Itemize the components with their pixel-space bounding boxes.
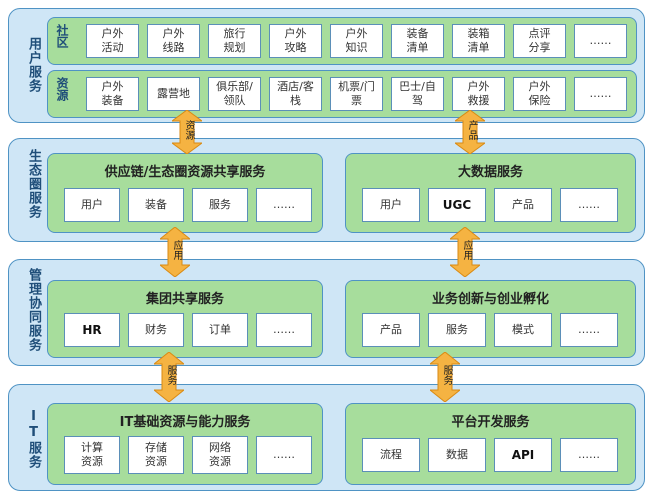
community-item: 户外 攻略 (269, 24, 322, 58)
platform-dev-item: API (494, 438, 552, 472)
group-shared-item: HR (64, 313, 120, 347)
innovation-item: 产品 (362, 313, 420, 347)
big-data-title: 大数据服务 (457, 165, 523, 180)
mgmt-it-left-label: 服务 (165, 365, 176, 385)
supply-chain-item: 服务 (192, 188, 248, 222)
community-item: 户外 知识 (330, 24, 383, 58)
community-item: 旅行 规划 (208, 24, 261, 58)
mgmt-it-right-label: 服务 (441, 365, 452, 385)
big-data-item: 用户 (362, 188, 420, 222)
resources-item: 户外 装备 (86, 77, 139, 111)
platform-dev-panel: 平台开发服务 流程 数据 API …… (345, 403, 636, 485)
infrastructure-item: 存储 资源 (128, 436, 184, 474)
community-strip: 社区 户外 活动 户外 线路 旅行 规划 户外 攻略 户外 知识 装备 清单 装… (47, 17, 637, 65)
supply-chain-title: 供应链/生态圈资源共享服务 (104, 165, 266, 180)
mgmt-it-left-arrow: 服务 (154, 352, 184, 402)
community-item: 点评 分享 (513, 24, 566, 58)
resources-item: 巴士/自 驾 (391, 77, 444, 111)
infrastructure-title: IT基础资源与能力服务 (119, 415, 251, 430)
community-item: …… (574, 24, 627, 58)
resources-item: 俱乐部/ 领队 (208, 77, 261, 111)
user-services-layer: 用户服务 社区 户外 活动 户外 线路 旅行 规划 户外 攻略 户外 知识 装备… (8, 8, 645, 123)
mgmt-it-right-arrow: 服务 (430, 352, 460, 402)
user-services-label: 用户服务 (26, 37, 41, 93)
innovation-item: 模式 (494, 313, 552, 347)
resources-label: 资源 (55, 77, 69, 101)
supply-chain-item: 用户 (64, 188, 120, 222)
eco-mgmt-right-arrow: 应用 (450, 227, 480, 277)
user-eco-left-label: 资源 (183, 120, 194, 140)
it-services-label: IT服务 (26, 409, 41, 469)
ecosystem-services-layer: 生态圈服务 供应链/生态圈资源共享服务 用户 装备 服务 …… 大数据服务 用户… (8, 138, 645, 242)
community-item: 装备 清单 (391, 24, 444, 58)
community-item: 户外 线路 (147, 24, 200, 58)
innovation-panel: 业务创新与创业孵化 产品 服务 模式 …… (345, 280, 636, 358)
community-label: 社区 (55, 24, 69, 48)
user-eco-right-arrow: 产品 (455, 110, 485, 154)
resources-item: 户外 救援 (452, 77, 505, 111)
management-services-layer: 管理协同服务 集团共享服务 HR 财务 订单 …… 业务创新与创业孵化 产品 服… (8, 259, 645, 366)
group-shared-panel: 集团共享服务 HR 财务 订单 …… (47, 280, 323, 358)
double-arrow-icon (455, 110, 485, 154)
double-arrow-icon (430, 352, 460, 402)
big-data-item: UGC (428, 188, 486, 222)
user-eco-right-label: 产品 (466, 120, 477, 140)
eco-mgmt-left-label: 应用 (171, 240, 182, 260)
resources-item: 酒店/客 栈 (269, 77, 322, 111)
management-services-label: 管理协同服务 (26, 268, 41, 352)
double-arrow-icon (450, 227, 480, 277)
infrastructure-item: 网络 资源 (192, 436, 248, 474)
big-data-panel: 大数据服务 用户 UGC 产品 …… (345, 153, 636, 233)
infrastructure-panel: IT基础资源与能力服务 计算 资源 存储 资源 网络 资源 …… (47, 403, 323, 485)
group-shared-item: 订单 (192, 313, 248, 347)
eco-mgmt-left-arrow: 应用 (160, 227, 190, 277)
double-arrow-icon (160, 227, 190, 277)
resources-item: 户外 保险 (513, 77, 566, 111)
ecosystem-services-label: 生态圈服务 (26, 149, 41, 219)
community-item: 装箱 清单 (452, 24, 505, 58)
innovation-item: …… (560, 313, 618, 347)
innovation-item: 服务 (428, 313, 486, 347)
resources-item: …… (574, 77, 627, 111)
double-arrow-icon (154, 352, 184, 402)
big-data-item: …… (560, 188, 618, 222)
group-shared-title: 集团共享服务 (145, 292, 224, 307)
big-data-item: 产品 (494, 188, 552, 222)
resources-strip: 资源 户外 装备 露营地 俱乐部/ 领队 酒店/客 栈 机票/门 票 巴士/自 … (47, 70, 637, 118)
community-item: 户外 活动 (86, 24, 139, 58)
group-shared-item: 财务 (128, 313, 184, 347)
resources-item: 机票/门 票 (330, 77, 383, 111)
supply-chain-item: 装备 (128, 188, 184, 222)
infrastructure-item: 计算 资源 (64, 436, 120, 474)
platform-dev-item: 流程 (362, 438, 420, 472)
supply-chain-item: …… (256, 188, 312, 222)
platform-dev-item: …… (560, 438, 618, 472)
eco-mgmt-right-label: 应用 (461, 240, 472, 260)
innovation-title: 业务创新与创业孵化 (431, 292, 549, 307)
double-arrow-icon (172, 110, 202, 154)
infrastructure-item: …… (256, 436, 312, 474)
platform-dev-item: 数据 (428, 438, 486, 472)
platform-dev-title: 平台开发服务 (451, 415, 530, 430)
supply-chain-panel: 供应链/生态圈资源共享服务 用户 装备 服务 …… (47, 153, 323, 233)
group-shared-item: …… (256, 313, 312, 347)
user-eco-left-arrow: 资源 (172, 110, 202, 154)
it-services-layer: IT服务 IT基础资源与能力服务 计算 资源 存储 资源 网络 资源 …… 平台… (8, 384, 645, 491)
resources-item: 露营地 (147, 77, 200, 111)
